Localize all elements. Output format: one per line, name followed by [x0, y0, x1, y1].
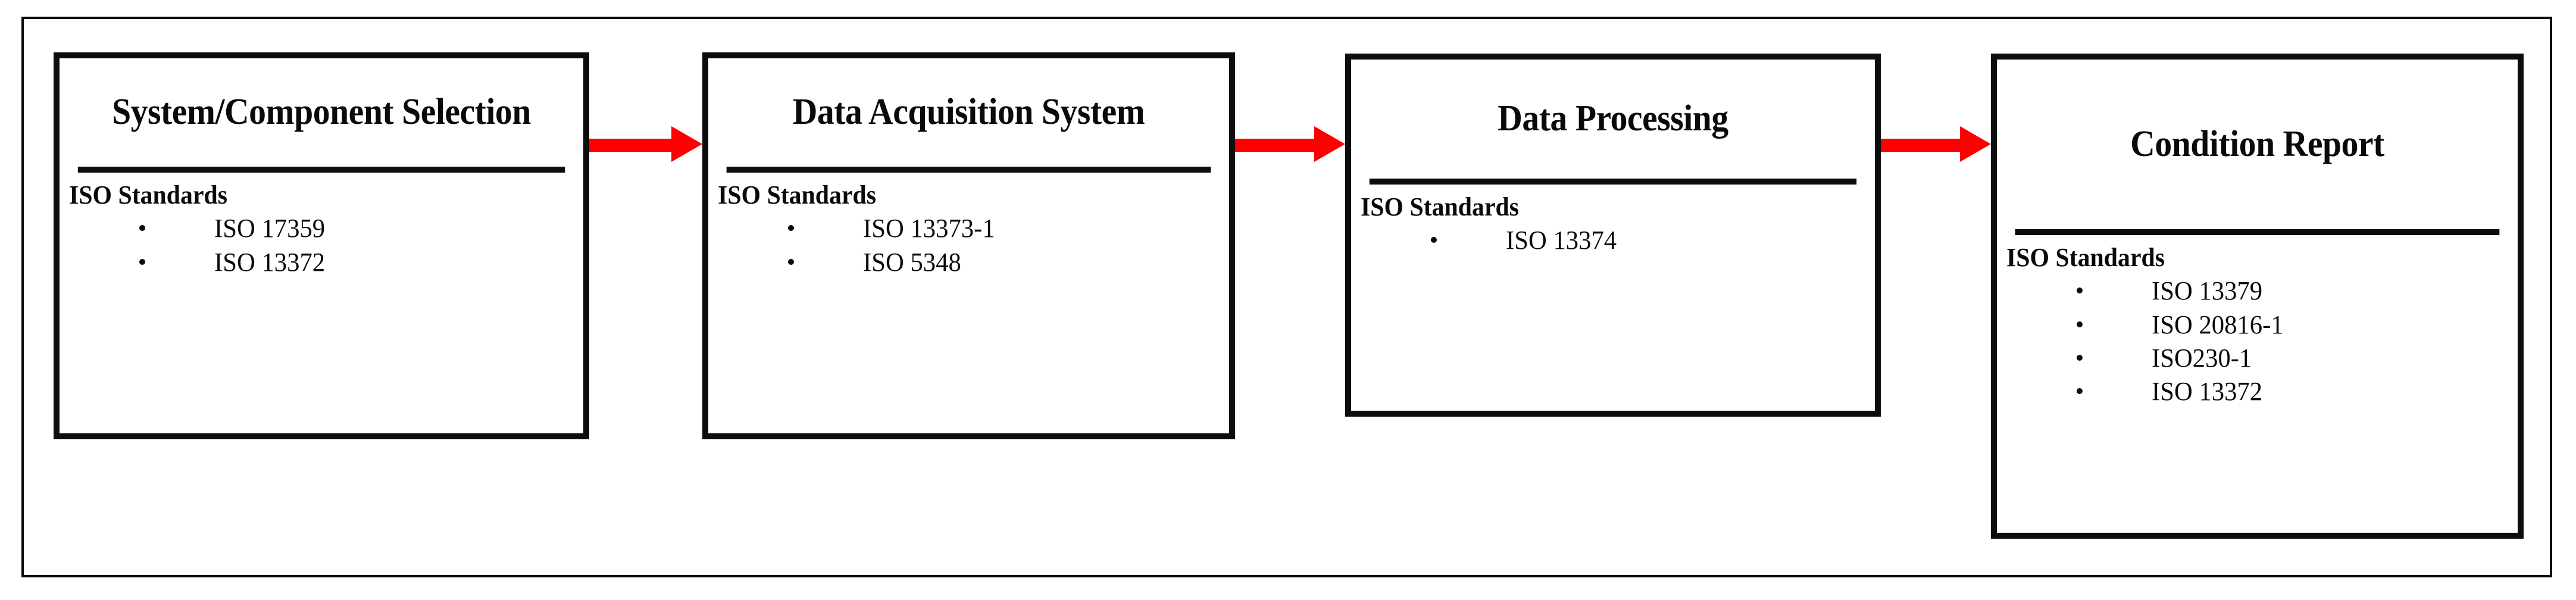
- connector-arrow-3: [1881, 126, 1991, 162]
- standard-label: ISO 5348: [863, 247, 961, 277]
- flow-box-data-processing: Data Processing ISO Standards ISO 13374: [1345, 54, 1881, 417]
- bullet-icon: [1431, 237, 1437, 243]
- list-item: ISO 13379: [2077, 274, 2508, 308]
- standard-label: ISO 13379: [2152, 276, 2263, 306]
- list-item: ISO 13373-1: [788, 212, 1220, 245]
- list-item: ISO 13374: [1431, 224, 1865, 257]
- flow-box-title: Data Processing: [1369, 60, 1857, 185]
- standard-label: ISO 17359: [214, 214, 326, 243]
- flow-box-body: ISO Standards ISO 17359 ISO 13372: [60, 173, 583, 433]
- standards-heading: ISO Standards: [2006, 243, 2165, 272]
- list-item: ISO 13372: [139, 246, 574, 279]
- bullet-icon: [139, 258, 145, 265]
- list-item: ISO 17359: [139, 212, 574, 245]
- standards-heading: ISO Standards: [718, 180, 877, 210]
- standards-heading: ISO Standards: [69, 180, 228, 210]
- standard-label: ISO 20816-1: [2152, 310, 2284, 339]
- flow-box-body: ISO Standards ISO 13373-1 ISO 5348: [708, 173, 1229, 433]
- arrow-shaft: [1881, 139, 1964, 152]
- bullet-icon: [788, 258, 794, 265]
- arrow-shaft: [1235, 139, 1318, 152]
- standard-label: ISO 13372: [214, 247, 326, 277]
- arrow-head-icon: [1314, 126, 1345, 162]
- bullet-icon: [2077, 321, 2083, 327]
- bullet-icon: [139, 225, 145, 232]
- bullet-icon: [2077, 288, 2083, 294]
- flow-box-condition-report: Condition Report ISO Standards ISO 13379…: [1991, 54, 2524, 539]
- standard-label: ISO 13372: [2152, 377, 2263, 407]
- list-item: ISO 5348: [788, 246, 1220, 279]
- standards-list: ISO 13373-1 ISO 5348: [718, 212, 1220, 279]
- bullet-icon: [788, 225, 794, 232]
- bullet-icon: [2077, 388, 2083, 395]
- flow-box-title: Condition Report: [2015, 60, 2500, 235]
- arrow-shaft: [589, 139, 676, 152]
- flow-box-body: ISO Standards ISO 13379 ISO 20816-1 ISO2…: [1997, 235, 2518, 533]
- flow-box-system-component-selection: System/Component Selection ISO Standards…: [54, 52, 589, 439]
- bullet-icon: [2077, 355, 2083, 361]
- list-item: ISO 13372: [2077, 375, 2508, 408]
- standards-list: ISO 13379 ISO 20816-1 ISO230-1 ISO 13372: [2006, 274, 2508, 408]
- standard-label: ISO230-1: [2152, 343, 2252, 373]
- standards-list: ISO 17359 ISO 13372: [69, 212, 574, 279]
- arrow-head-icon: [1960, 126, 1991, 162]
- connector-arrow-1: [589, 126, 702, 162]
- flow-box-body: ISO Standards ISO 13374: [1351, 185, 1875, 411]
- arrow-head-icon: [671, 126, 702, 162]
- standard-label: ISO 13373-1: [863, 214, 995, 243]
- standards-heading: ISO Standards: [1361, 192, 1520, 221]
- flow-box-title: System/Component Selection: [77, 58, 565, 173]
- flow-box-title: Data Acquisition System: [726, 58, 1211, 173]
- flow-box-data-acquisition-system: Data Acquisition System ISO Standards IS…: [702, 52, 1235, 439]
- list-item: ISO230-1: [2077, 342, 2508, 375]
- list-item: ISO 20816-1: [2077, 308, 2508, 342]
- standards-list: ISO 13374: [1361, 224, 1865, 257]
- standard-label: ISO 13374: [1506, 226, 1617, 255]
- connector-arrow-2: [1235, 126, 1345, 162]
